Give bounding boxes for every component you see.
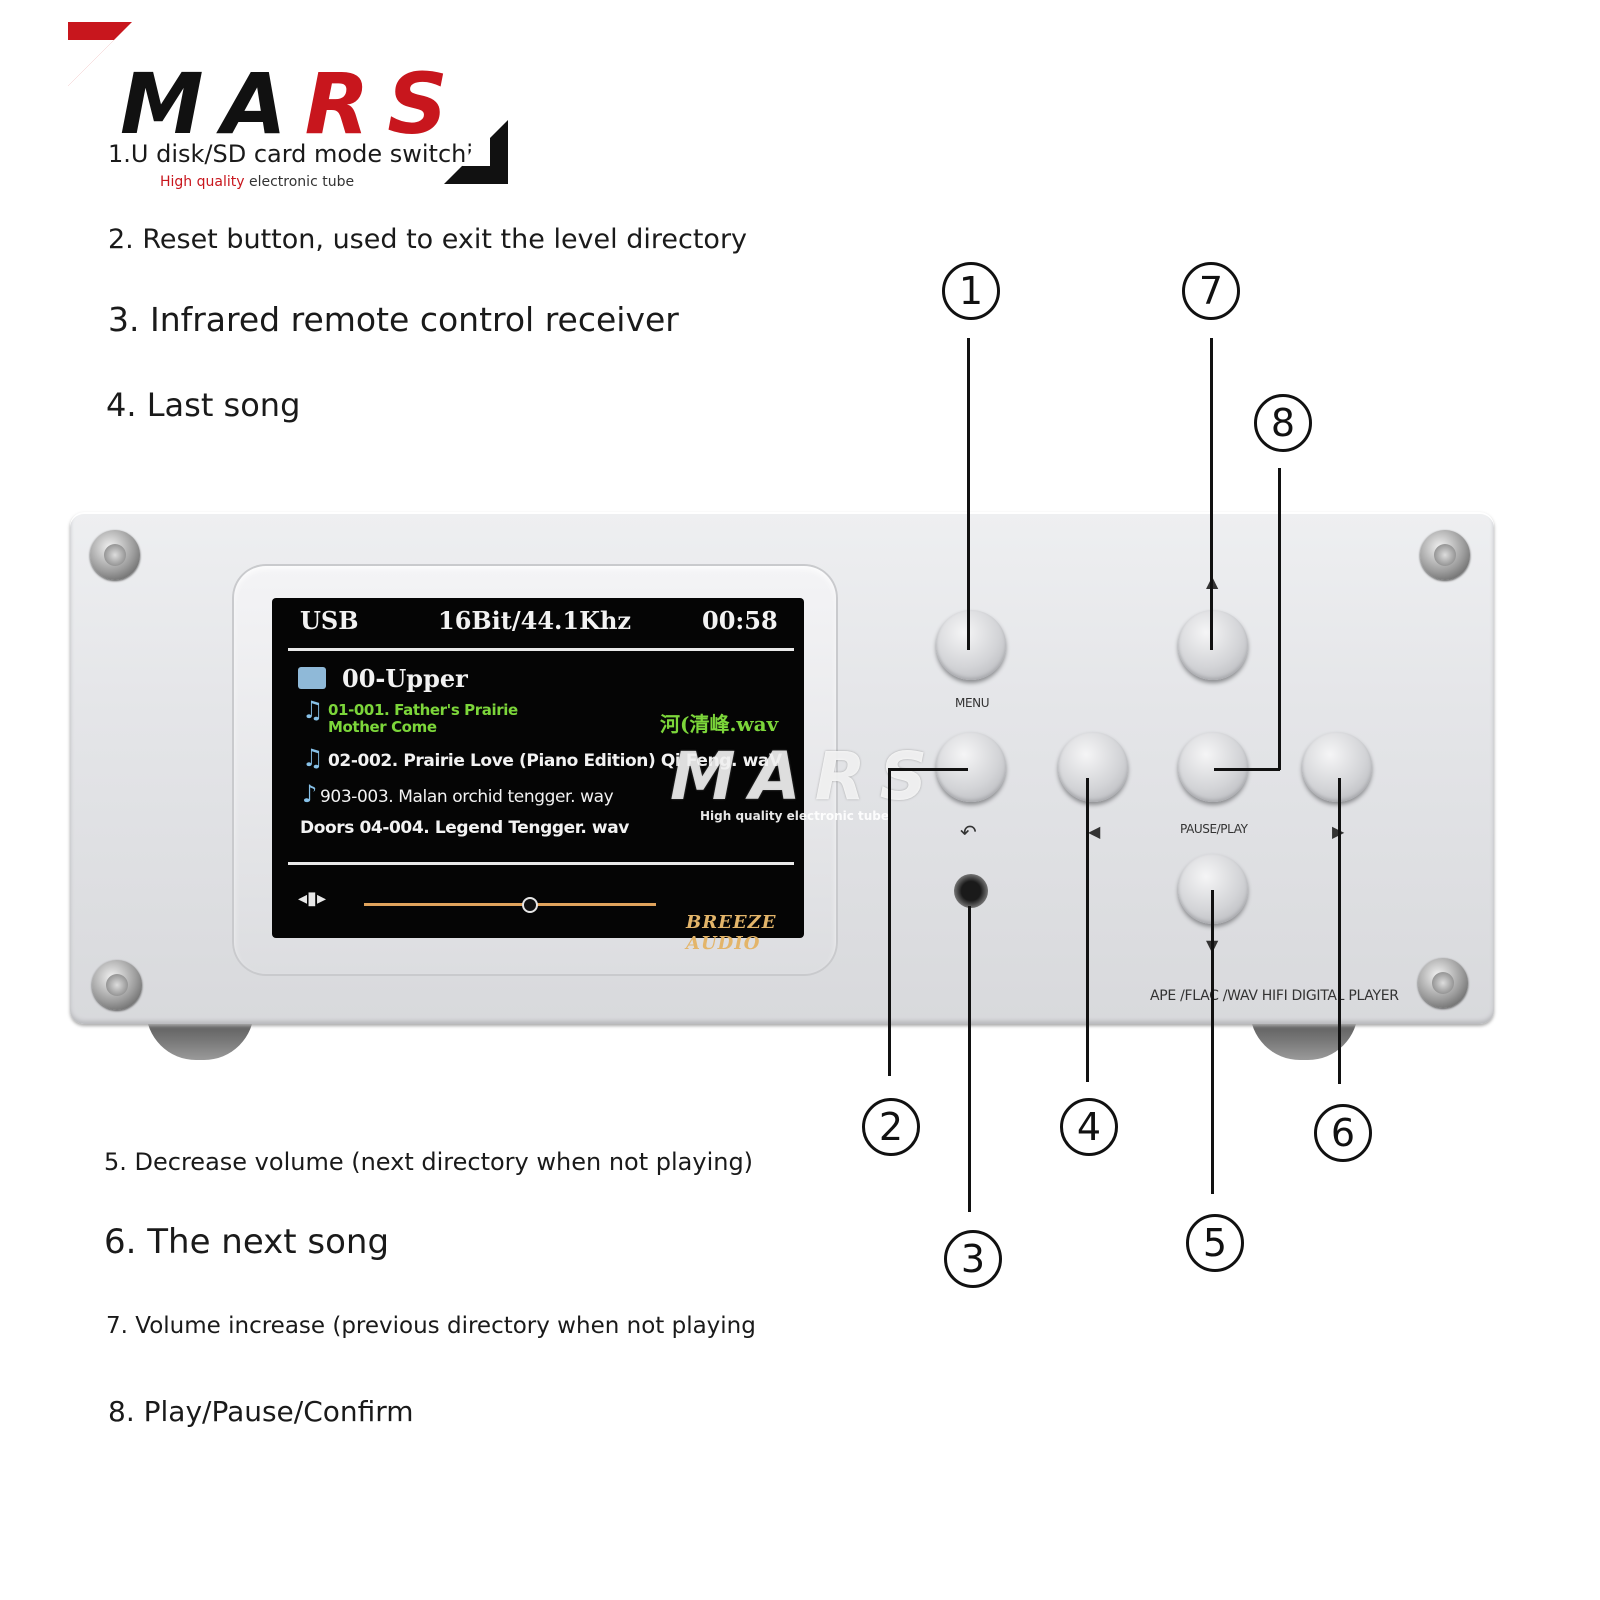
- callout-line-6: [1338, 778, 1341, 1084]
- legend-item-7: 7. Volume increase (previous directory w…: [106, 1313, 756, 1339]
- screw-icon: [92, 960, 142, 1010]
- screen-divider: [288, 648, 794, 651]
- return-icon: ↶: [960, 820, 977, 844]
- callout-number-8: 8: [1254, 394, 1312, 452]
- callout-line-3: [968, 906, 971, 1212]
- screen-brand: BREEZE AUDIO: [686, 912, 777, 954]
- play-pause-button[interactable]: [1178, 732, 1248, 802]
- volume-knob: [522, 897, 539, 913]
- callout-line-7: [1210, 338, 1213, 650]
- callout-number-4: 4: [1060, 1098, 1118, 1156]
- audio-format: 16Bit/44.1Khz: [438, 606, 632, 635]
- mars-logo: MARS High quality electronic tube: [68, 22, 528, 192]
- music-note-icon: ♪: [302, 780, 317, 808]
- volume-bar: [364, 903, 656, 906]
- track-row-overlay-text: 河(清峰.wav: [660, 712, 779, 736]
- screw-icon: [1418, 958, 1468, 1008]
- legend-item-4: 4. Last song: [106, 386, 301, 424]
- callout-line-1: [967, 338, 970, 650]
- legend-item-6: 6. The next song: [104, 1222, 390, 1262]
- music-note-icon: ♫: [302, 744, 324, 772]
- folder-row: 00-Upper: [298, 664, 468, 693]
- legend-item-2: 2. Reset button, used to exit the level …: [108, 224, 748, 255]
- menu-button[interactable]: [936, 610, 1006, 680]
- previous-icon: ◀: [1088, 822, 1101, 841]
- logo-tagline: High quality electronic tube: [160, 174, 355, 190]
- screw-icon: [90, 530, 140, 580]
- infrared-receiver: [954, 874, 988, 908]
- legend-item-5: 5. Decrease volume (next directory when …: [104, 1148, 754, 1176]
- source-indicator: USB: [300, 606, 359, 635]
- model-text: APE /FLAC /WAV HIFI DIGITAL PLAYER: [1150, 988, 1399, 1004]
- lcd-screen: USB 16Bit/44.1Khz 00:58 00-Upper ♫01-001…: [272, 598, 804, 954]
- previous-track-button[interactable]: [1058, 732, 1128, 802]
- callout-number-6: 6: [1314, 1104, 1372, 1162]
- menu-label: MENU: [955, 696, 990, 710]
- callout-line-5: [1211, 890, 1214, 1194]
- screen-divider: [288, 862, 794, 865]
- callout-number-3: 3: [944, 1230, 1002, 1288]
- track-row: ♫02-002. Prairie Love (Piano Edition) Qi…: [302, 744, 782, 772]
- music-note-icon: ♫: [302, 696, 324, 724]
- reset-button[interactable]: [936, 732, 1006, 802]
- callout-line-8: [1278, 468, 1281, 770]
- volume-icon: ◂▮▸: [298, 888, 326, 909]
- callout-line-4: [1086, 778, 1089, 1082]
- logo-wordmark: MARS: [120, 55, 466, 153]
- logo-corner-mark: [68, 22, 132, 86]
- callout-number-7: 7: [1182, 262, 1240, 320]
- track-row-selected: ♫01-001. Father's Prairie Mother Come: [302, 696, 518, 736]
- playback-time: 00:58: [702, 606, 778, 635]
- screw-icon: [1420, 530, 1470, 580]
- callout-line-2-h: [888, 768, 968, 771]
- callout-line-2: [888, 768, 891, 1076]
- display-bezel: USB 16Bit/44.1Khz 00:58 00-Upper ♫01-001…: [232, 564, 838, 976]
- callout-line-8-h: [1214, 768, 1280, 771]
- folder-icon: [298, 667, 326, 689]
- legend-item-1: 1.U disk/SD card mode switching: [108, 140, 504, 168]
- track-row: Doors 04-004. Legend Tengger. wav: [300, 818, 629, 838]
- legend-item-3: 3. Infrared remote control receiver: [108, 300, 679, 339]
- next-track-button[interactable]: [1302, 732, 1372, 802]
- callout-number-5: 5: [1186, 1214, 1244, 1272]
- callout-number-1: 1: [942, 262, 1000, 320]
- legend-item-8: 8. Play/Pause/Confirm: [108, 1395, 414, 1428]
- volume-up-button[interactable]: [1178, 610, 1248, 680]
- callout-number-2: 2: [862, 1098, 920, 1156]
- play-pause-label: PAUSE/PLAY: [1180, 822, 1248, 836]
- track-row: ♪903-003. Malan orchid tengger. way: [302, 780, 614, 808]
